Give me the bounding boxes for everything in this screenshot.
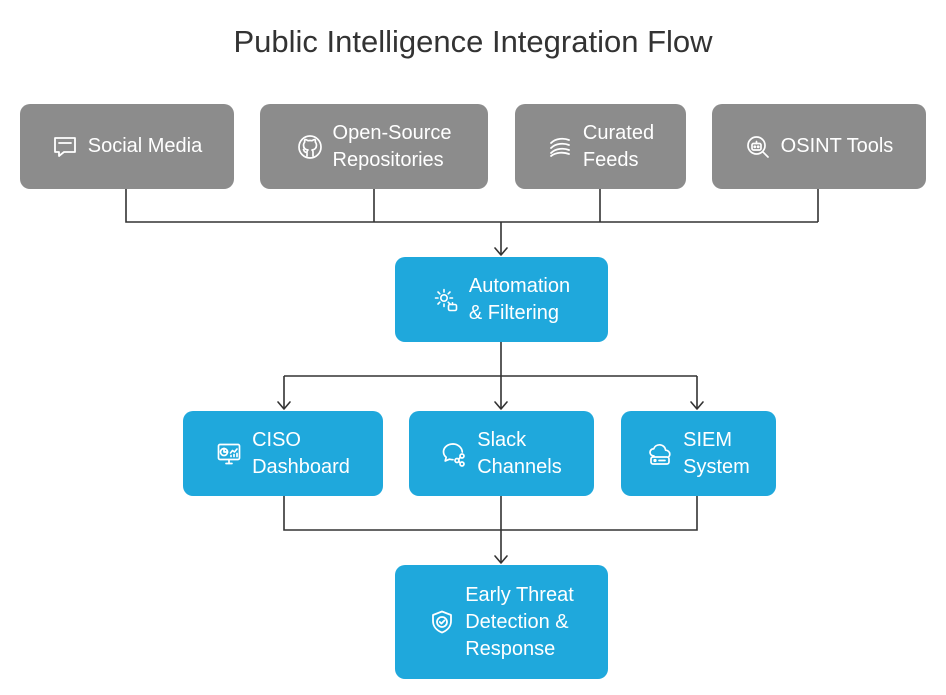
slack-channels-label-line: Slack <box>477 428 527 451</box>
connector-outputs-merge <box>283 496 698 562</box>
ciso-dashboard-node: CISO Dashboard <box>183 411 383 496</box>
arrowhead-to-slack <box>494 401 508 410</box>
osint-tools-label-line: OSINT Tools <box>780 135 894 157</box>
connector-sources-merge <box>125 189 819 254</box>
siem-system-label-line: SIEM <box>683 428 733 451</box>
siem-system-label-line: System <box>683 455 750 478</box>
arrowhead-to-process <box>494 247 508 256</box>
diagram-title: Public Intelligence Integration Flow <box>233 24 713 59</box>
osint-tools-node: OSINT Tools <box>712 104 926 189</box>
shield-check-icon <box>429 609 455 635</box>
automation-filtering-label: Automation & Filtering <box>469 273 570 327</box>
social-media-label: Social Media <box>88 133 203 160</box>
open-source-repositories-label-line: Repositories <box>332 148 444 171</box>
osint-tools-label: OSINT Tools <box>781 133 894 160</box>
robot-search-icon <box>745 134 771 160</box>
share-chat-icon <box>441 441 467 467</box>
connector-process-split <box>283 342 698 408</box>
curated-feeds-label-line: Curated <box>582 121 655 144</box>
early-threat-detection-response-label-line: Early Threat <box>465 583 574 606</box>
chat-bubble-icon <box>52 134 78 160</box>
open-source-repositories-label-line: Open-Source <box>332 121 452 144</box>
arrowhead-to-result <box>494 555 508 564</box>
dashboard-icon <box>216 441 242 467</box>
early-threat-detection-response-label-line: Detection & <box>465 610 569 633</box>
gear-robot-icon <box>433 287 459 313</box>
automation-filtering-node: Automation & Filtering <box>395 257 608 342</box>
siem-system-node: SIEM System <box>621 411 776 496</box>
feed-icon <box>547 134 573 160</box>
cloud-server-icon <box>647 441 673 467</box>
github-icon <box>297 134 323 160</box>
curated-feeds-label-line: Feeds <box>582 148 639 171</box>
social-media-node: Social Media <box>20 104 234 189</box>
social-media-label-line: Social Media <box>87 135 203 157</box>
arrowhead-to-ciso <box>277 401 291 410</box>
arrowhead-to-siem <box>690 401 704 410</box>
ciso-dashboard-label-line: Dashboard <box>252 455 350 478</box>
siem-system-label: SIEM System <box>683 427 750 481</box>
ciso-dashboard-label-line: CISO <box>252 428 301 451</box>
automation-filtering-label-line: & Filtering <box>468 301 559 324</box>
slack-channels-label-line: Channels <box>477 455 562 478</box>
early-threat-detection-response-label-line: Response <box>465 637 556 660</box>
ciso-dashboard-label: CISO Dashboard <box>252 427 350 481</box>
automation-filtering-label-line: Automation <box>468 274 571 297</box>
